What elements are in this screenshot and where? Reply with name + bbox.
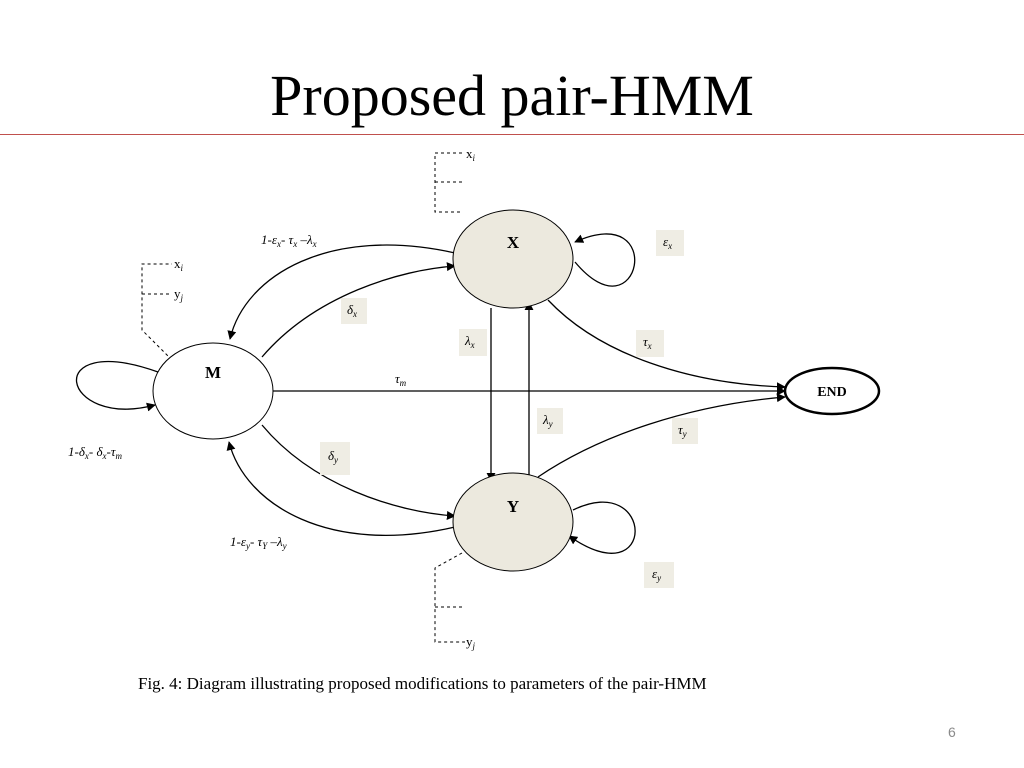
label-lambda-y: λy [542,412,553,429]
label-box-lambda-x [459,329,487,356]
m-emission-yj: yj [174,286,184,303]
m-emission-xi: xi [174,256,184,273]
label-box-tau-y [672,418,698,444]
edge-m-to-y [261,424,456,520]
state-end [783,366,881,416]
label-eps-x: εx [663,234,672,251]
x-emission-xi: xi [466,146,476,163]
label-lambda-x: λx [464,333,475,350]
label-x-to-m: 1-εx- τx –λx [261,232,317,249]
label-box-lambda-y [537,408,563,434]
label-y-to-m: 1-εy- τY –λy [230,534,287,551]
label-box-delta-x [341,298,367,324]
page-number: 6 [948,724,956,740]
state-end-label: END [817,385,847,400]
label-box-eps-x [656,230,684,256]
state-y-label: Y [507,497,519,516]
label-box-eps-y [644,562,674,588]
state-m [152,342,274,440]
y-emission-yj: yj [466,634,476,651]
label-tau-m: τm [395,371,407,388]
label-tau-x: τx [643,334,652,351]
label-delta-y: δy [328,448,338,465]
state-y [452,472,574,572]
edge-y-self-loop [568,501,636,554]
y-emission-bracket [434,552,465,643]
edge-y-to-end [537,393,786,478]
m-emission-bracket [141,263,173,361]
state-m-label: M [205,363,221,382]
label-box-delta-y [320,442,350,475]
edge-x-to-end [547,299,786,392]
edge-x-to-m [227,244,456,340]
figure-caption: Fig. 4: Diagram illustrating proposed mo… [138,674,707,693]
state-x-label: X [507,233,520,252]
label-eps-y: εy [652,566,661,583]
label-box-tau-x [636,330,664,357]
label-m-self: 1-δx- δx-τm [68,444,122,461]
title-divider [0,134,1024,135]
x-emission-bracket [434,152,465,213]
edge-x-self-loop [574,233,636,287]
label-delta-x: δx [347,302,357,319]
label-tau-y: τy [678,422,687,439]
edge-m-to-x [261,262,456,358]
slide-title: Proposed pair-HMM [270,63,754,128]
edge-y-to-m [226,441,456,536]
state-x [452,209,574,309]
edge-m-self-loop [75,361,159,412]
